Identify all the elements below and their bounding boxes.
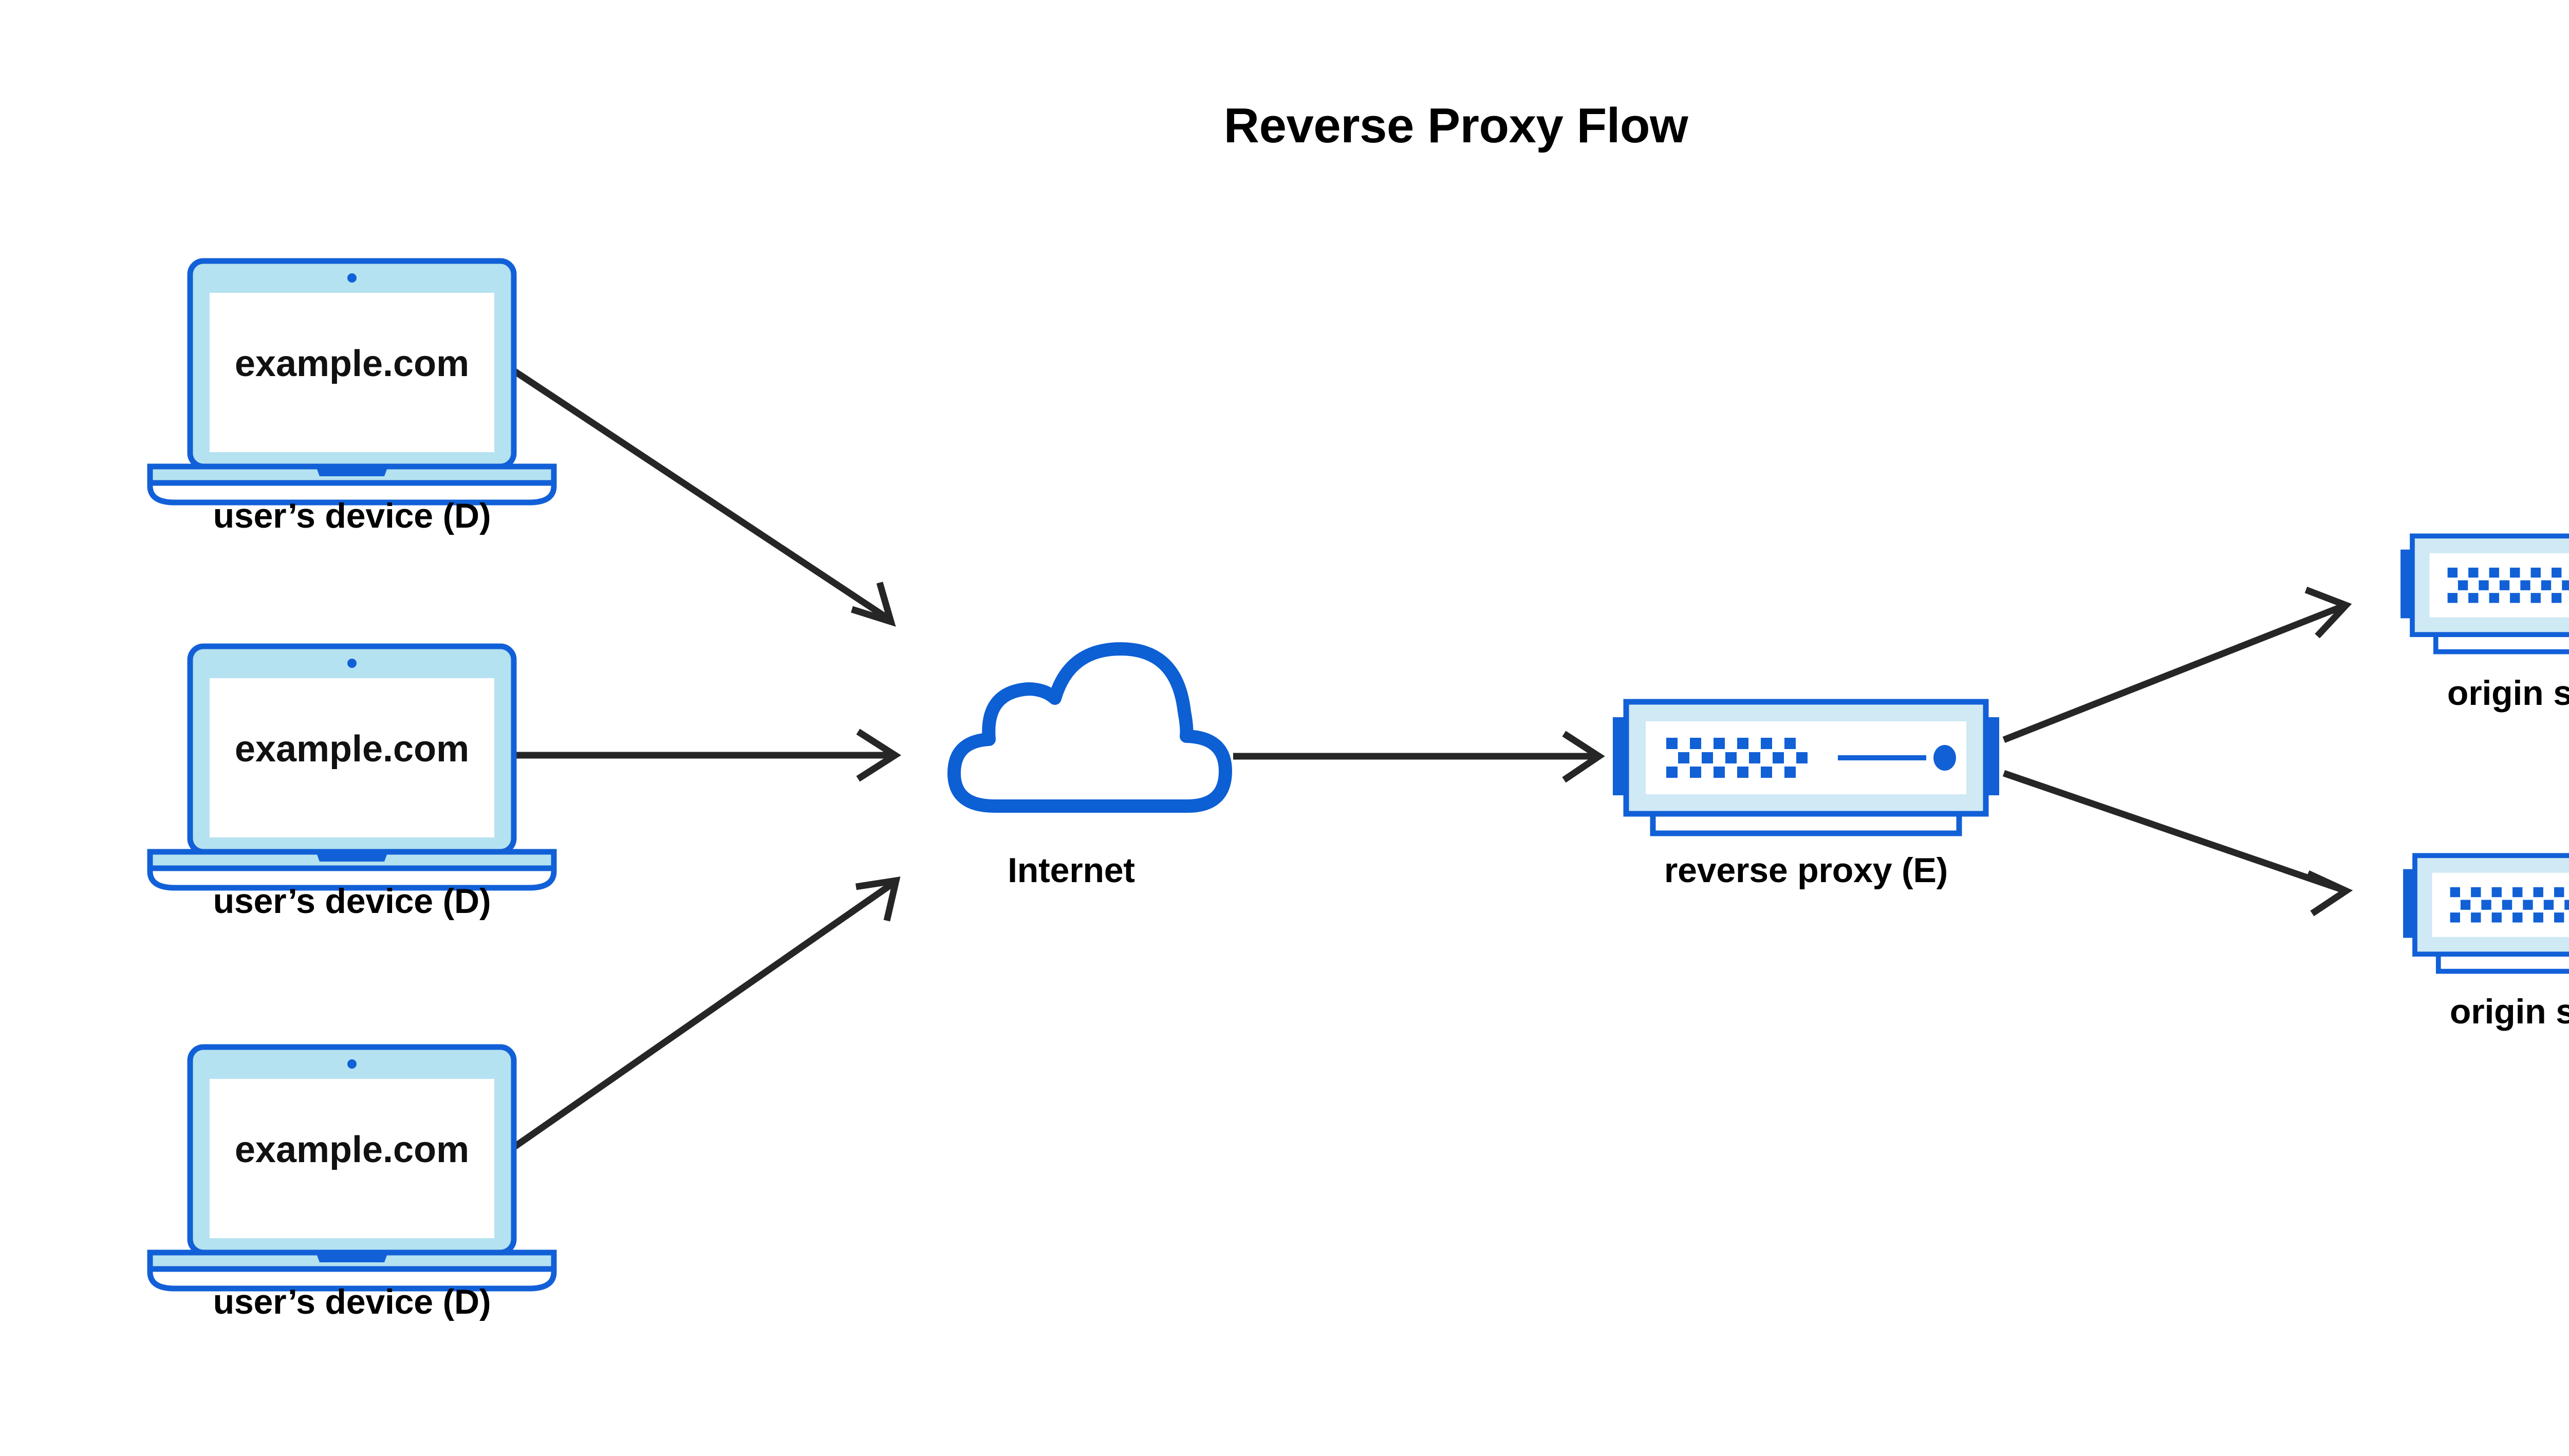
label-device-2: user’s device (D): [213, 882, 491, 921]
edge-device1-internet: [507, 364, 896, 627]
laptop-screen-text: example.com: [234, 343, 470, 384]
page-title: Reverse Proxy Flow: [1223, 98, 1688, 153]
edge-device2-internet: [509, 729, 902, 782]
laptop-screen-text: example.com: [234, 729, 470, 770]
edge-internet-proxy: [1233, 731, 1605, 783]
label-reverse-proxy: reverse proxy (E): [1664, 851, 1948, 890]
edge-proxy-origin1: [2002, 586, 2352, 743]
label-internet: Internet: [1008, 851, 1135, 890]
node-origin-2: [2403, 855, 2569, 971]
node-internet: [954, 649, 1225, 806]
node-origin-1: [2400, 536, 2569, 651]
label-device-1: user’s device (D): [213, 496, 491, 535]
laptop-screen-text: example.com: [234, 1129, 470, 1170]
label-device-3: user’s device (D): [213, 1282, 491, 1321]
node-reverse-proxy: [1613, 702, 1999, 833]
label-origin-1: origin server (F): [2447, 674, 2569, 713]
edge-device3-internet: [507, 876, 901, 1154]
edge-proxy-origin2: [2002, 770, 2353, 917]
label-origin-2: origin server (F): [2449, 992, 2569, 1031]
